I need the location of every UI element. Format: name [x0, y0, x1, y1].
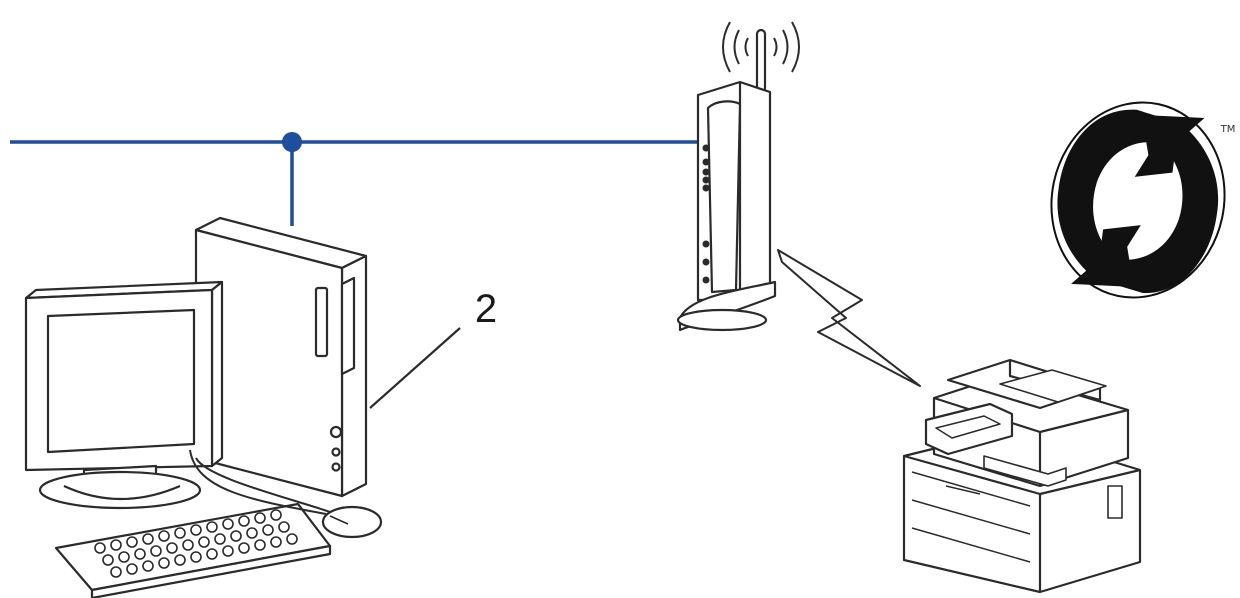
callout: 2 [369, 287, 497, 409]
printer-icon [902, 358, 1142, 594]
callout-label: 2 [475, 287, 497, 331]
computer-monitor [24, 280, 224, 510]
router-antenna [755, 28, 767, 94]
callout-leader-line [369, 327, 461, 409]
trademark-label: TM [1220, 124, 1236, 135]
wireless-signal-icon [722, 21, 800, 73]
wireless-router-icon [676, 21, 800, 332]
desktop-computer-icon [24, 216, 383, 598]
wireless-link-bolt-icon [777, 249, 921, 387]
network-junction-dot [282, 132, 302, 152]
wired-network-connection [10, 132, 697, 226]
computer-keyboard [54, 502, 332, 598]
computer-tower [194, 216, 368, 498]
computer-mouse [189, 449, 383, 539]
wifi-protected-setup-logo-icon: TM [1050, 101, 1236, 299]
